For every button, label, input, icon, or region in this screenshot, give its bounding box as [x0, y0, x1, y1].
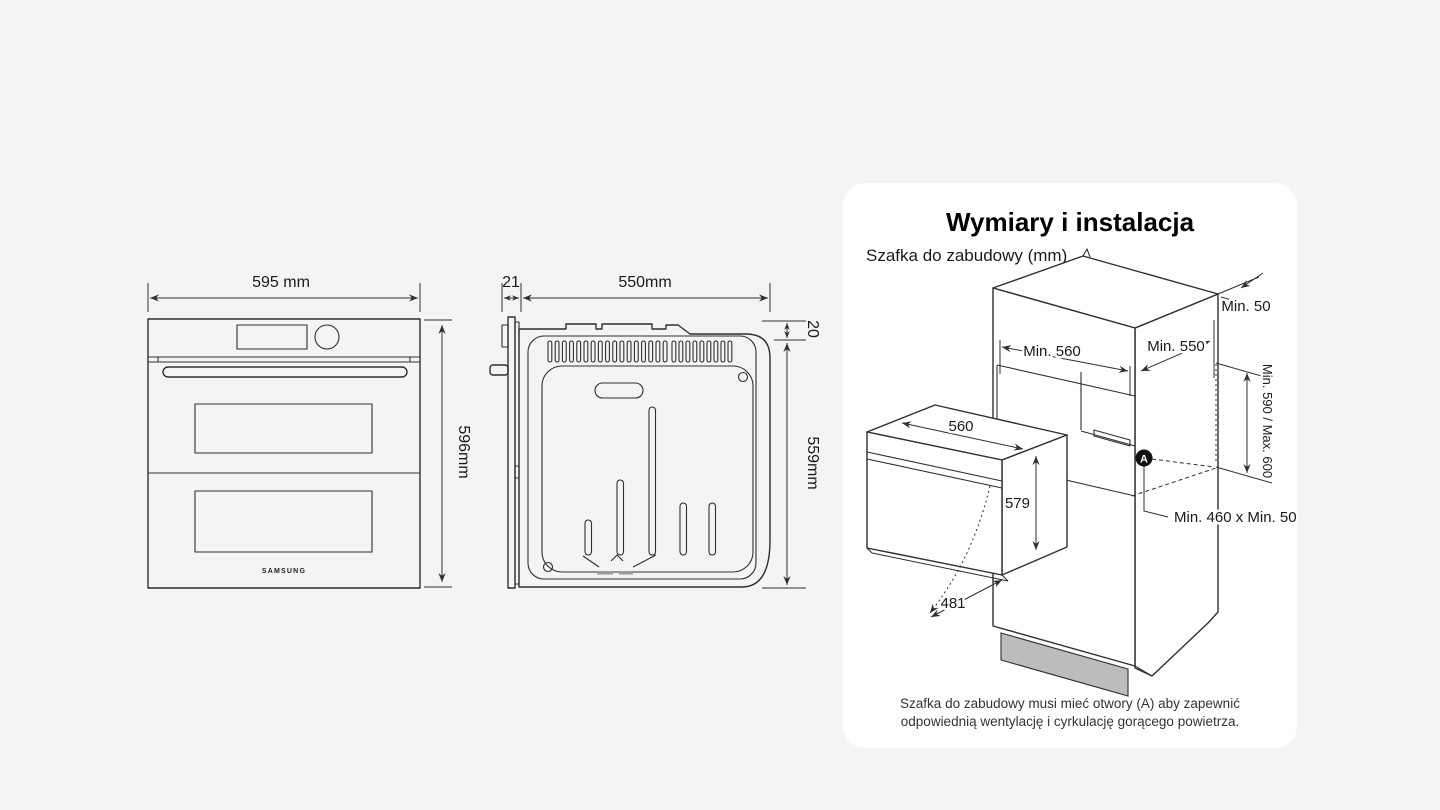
door-open-depth-label: 481 [940, 595, 965, 612]
panel-slots [584, 406, 717, 556]
control-display [236, 324, 308, 350]
niche-width-label: Min. 560 [1023, 343, 1081, 360]
card-title: Wymiary i instalacja [945, 207, 1195, 237]
niche-height-label: Min. 590 / Max. 600 [1260, 364, 1275, 478]
card-subtitle: Szafka do zabudowy (mm) [866, 246, 1068, 265]
side-depth-dimension: 550mm [618, 274, 671, 291]
vent-slot [1093, 429, 1131, 447]
oven-height-label: 579 [1005, 495, 1030, 512]
side-view-dimensions: 21 550mm 20 559mm [501, 274, 821, 589]
card-caption: Szafka do zabudowy musi mieć otwory (A) … [843, 695, 1297, 731]
oven-side-view-diagram: 21 550mm 20 559mm [489, 274, 821, 589]
lower-door-window [194, 490, 373, 553]
side-top-offset-dimension: 20 [804, 320, 821, 338]
door-handle [162, 366, 408, 378]
front-width-dimension: 595 mm [252, 274, 310, 291]
niche-depth-label: Min. 550 [1147, 338, 1205, 355]
vent-slots [547, 340, 733, 363]
door-front-panel [507, 316, 516, 589]
card-caption-text: Szafka do zabudowy musi mieć otwory (A) … [900, 696, 1240, 730]
oven-side-outline [489, 316, 771, 589]
vent-opening-label: Min. 460 x Min. 50 [1174, 509, 1297, 526]
cabinet-dimensions: Min. 560 Min. 550 Min. 50 Min. 590 / Max… [901, 272, 1299, 618]
upper-door-window [194, 403, 373, 454]
oven-front-view-diagram: 595 mm 596mm SAMSUNG [147, 274, 472, 589]
rear-clearance-label: Min. 50 [1221, 298, 1270, 315]
handle-cutout [594, 382, 644, 399]
vent-marker-badge: A [1135, 449, 1153, 467]
samsung-logo: SAMSUNG [262, 568, 306, 575]
construction-lines [929, 362, 1273, 614]
installation-card: Wymiary i instalacja Szafka do zabudowy … [843, 183, 1299, 748]
side-height-dimension: 559mm [804, 436, 821, 489]
cabinet-plinth [1000, 632, 1129, 697]
oven-front-outline [147, 318, 421, 589]
vent-marker-letter: A [1140, 454, 1148, 466]
side-front-depth-dimension: 21 [502, 274, 520, 291]
oven-width-label: 560 [948, 418, 973, 435]
front-height-dimension: 596mm [455, 425, 472, 478]
cabinet-installation-diagram: Min. 560 Min. 550 Min. 50 Min. 590 / Max… [866, 248, 1299, 697]
front-view-dimensions: 595 mm 596mm [147, 274, 472, 588]
control-knob [314, 324, 340, 350]
side-handle [489, 364, 509, 376]
